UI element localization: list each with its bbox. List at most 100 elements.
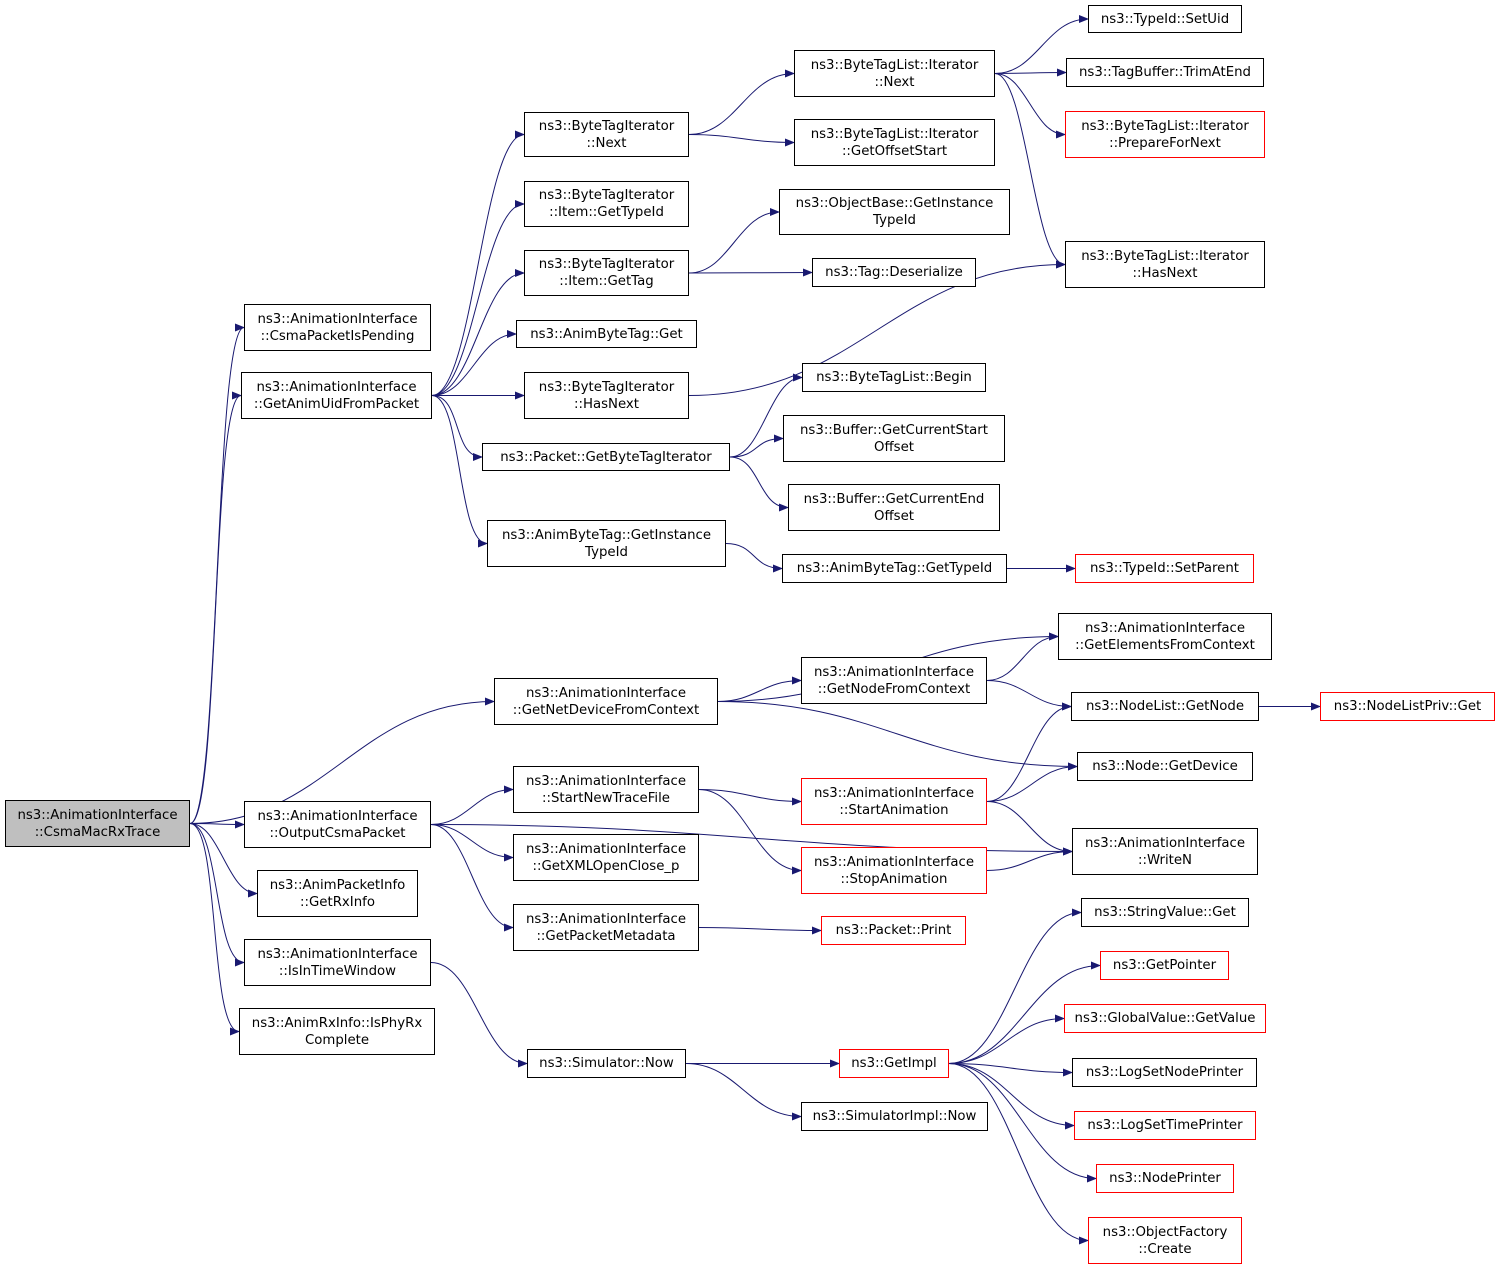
call-edge-n9-n16 xyxy=(688,69,795,135)
graph-node-n13[interactable]: ns3::ByteTagIterator::HasNext xyxy=(524,372,689,419)
node-label-line: ns3::LogSetTimePrinter xyxy=(1087,1118,1243,1133)
node-label-line: ns3::GetImpl xyxy=(851,1056,937,1071)
graph-node-n45[interactable]: ns3::GetPointer xyxy=(1100,951,1229,980)
node-label-line: ns3::AnimationInterface xyxy=(813,854,975,870)
call-edge-n3-n15 xyxy=(431,395,488,548)
call-edge-n3-n14 xyxy=(431,395,483,461)
call-edge-n37-n39 xyxy=(986,801,1073,856)
node-label-line: Offset xyxy=(874,508,914,524)
graph-node-n34[interactable]: ns3::AnimationInterface::StartNewTraceFi… xyxy=(513,766,699,813)
call-edge-n36-n40 xyxy=(698,926,822,935)
node-label-line: ns3::AnimationInterface xyxy=(257,808,418,824)
graph-node-n10[interactable]: ns3::ByteTagIterator::Item::GetTypeId xyxy=(524,181,689,227)
graph-node-n11[interactable]: ns3::ByteTagIterator::Item::GetTag xyxy=(524,250,689,296)
graph-node-n2[interactable]: ns3::AnimationInterface::CsmaPacketIsPen… xyxy=(244,304,431,351)
node-label-line: ns3::ByteTagList::Iterator xyxy=(1081,248,1249,264)
node-label-line: ns3::ByteTagList::Begin xyxy=(816,370,972,385)
call-edge-n29-n30 xyxy=(986,632,1059,681)
node-label-line: Complete xyxy=(304,1032,370,1048)
graph-node-n7[interactable]: ns3::AnimationInterface::IsInTimeWindow xyxy=(244,939,431,986)
call-edge-n29-n31 xyxy=(986,680,1072,711)
graph-node-n28[interactable]: ns3::TypeId::SetParent xyxy=(1075,554,1254,583)
call-edge-n41-n43 xyxy=(685,1063,802,1121)
node-label-line: ::GetElementsFromContext xyxy=(1075,637,1255,653)
graph-node-n5[interactable]: ns3::AnimationInterface::OutputCsmaPacke… xyxy=(244,801,431,848)
graph-node-n40[interactable]: ns3::Packet::Print xyxy=(821,916,966,945)
node-label-line: ns3::AnimationInterface xyxy=(525,685,687,701)
node-label-line: ns3::TagBuffer::TrimAtEnd xyxy=(1079,65,1251,80)
call-edge-n14-n21 xyxy=(729,434,784,458)
graph-node-n44[interactable]: ns3::StringValue::Get xyxy=(1081,898,1249,927)
node-label-line: ns3::StringValue::Get xyxy=(1094,905,1236,920)
graph-node-n3[interactable]: ns3::AnimationInterface::GetAnimUidFromP… xyxy=(241,372,432,419)
call-edge-n42-n50 xyxy=(948,1063,1089,1245)
graph-node-n26[interactable]: ns3::ByteTagList::Iterator::PrepareForNe… xyxy=(1065,111,1265,158)
graph-node-n6[interactable]: ns3::AnimPacketInfo::GetRxInfo xyxy=(257,870,418,917)
node-label-line: ::CsmaPacketIsPending xyxy=(260,328,415,344)
graph-node-n35[interactable]: ns3::AnimationInterface::GetXMLOpenClose… xyxy=(513,834,699,881)
graph-node-n49[interactable]: ns3::NodePrinter xyxy=(1096,1164,1234,1193)
node-label-line: ns3::Tag::Deserialize xyxy=(825,265,963,280)
node-label-line: ns3::AnimationInterface xyxy=(813,785,975,801)
graph-node-n33[interactable]: ns3::NodeListPriv::Get xyxy=(1320,692,1495,721)
node-label-line: ns3::AnimRxInfo::IsPhyRx xyxy=(251,1015,423,1031)
node-label-line: ns3::Buffer::GetCurrentStart xyxy=(800,422,988,438)
node-label-line: ns3::Packet::Print xyxy=(835,923,952,938)
graph-node-n30[interactable]: ns3::AnimationInterface::GetElementsFrom… xyxy=(1058,613,1272,660)
graph-node-n48[interactable]: ns3::LogSetTimePrinter xyxy=(1074,1111,1256,1140)
node-label-line: ::GetAnimUidFromPacket xyxy=(253,396,420,412)
node-label-line: ::IsInTimeWindow xyxy=(278,963,397,979)
graph-node-n43[interactable]: ns3::SimulatorImpl::Now xyxy=(801,1102,988,1131)
node-label-line: ns3::AnimByteTag::Get xyxy=(530,326,683,342)
call-edge-n7-n41 xyxy=(430,962,528,1068)
node-label-line: ns3::Buffer::GetCurrentEnd xyxy=(803,491,985,507)
node-label-line: ns3::ByteTagIterator xyxy=(538,118,675,134)
graph-node-n14[interactable]: ns3::Packet::GetByteTagIterator xyxy=(482,443,730,471)
call-edge-n37-n32 xyxy=(986,762,1078,802)
graph-node-n32[interactable]: ns3::Node::GetDevice xyxy=(1077,752,1253,781)
node-label-line: ns3::NodeListPriv::Get xyxy=(1333,699,1482,714)
graph-node-n23[interactable]: ns3::AnimByteTag::GetTypeId xyxy=(782,554,1007,583)
graph-node-n12[interactable]: ns3::AnimByteTag::Get xyxy=(516,320,697,348)
graph-node-n47[interactable]: ns3::LogSetNodePrinter xyxy=(1072,1058,1257,1087)
node-label-line: ns3::Simulator::Now xyxy=(539,1056,674,1071)
graph-node-n37[interactable]: ns3::AnimationInterface::StartAnimation xyxy=(801,778,987,825)
graph-node-n24[interactable]: ns3::TypeId::SetUid xyxy=(1088,5,1242,33)
graph-node-n39[interactable]: ns3::AnimationInterface::WriteN xyxy=(1072,828,1258,875)
call-edge-n11-n19 xyxy=(688,268,813,277)
graph-node-n4[interactable]: ns3::AnimationInterface::GetNetDeviceFro… xyxy=(494,678,718,725)
graph-node-n50[interactable]: ns3::ObjectFactory::Create xyxy=(1088,1217,1242,1264)
node-label-line: Offset xyxy=(874,439,914,455)
call-edge-n15-n23 xyxy=(725,543,783,573)
node-label-line: ns3::GetPointer xyxy=(1112,958,1217,973)
node-label-line: ns3::AnimationInterface xyxy=(525,911,687,927)
graph-node-n38[interactable]: ns3::AnimationInterface::StopAnimation xyxy=(801,847,987,894)
graph-node-n41[interactable]: ns3::Simulator::Now xyxy=(527,1049,686,1078)
node-label-line: ::GetNodeFromContext xyxy=(817,681,971,697)
graph-node-n29[interactable]: ns3::AnimationInterface::GetNodeFromCont… xyxy=(801,657,987,704)
graph-node-n25[interactable]: ns3::TagBuffer::TrimAtEnd xyxy=(1066,58,1264,87)
node-label-line: TypeId xyxy=(873,213,916,228)
graph-node-n27[interactable]: ns3::ByteTagList::Iterator::HasNext xyxy=(1065,241,1265,288)
call-edge-n14-n22 xyxy=(729,456,789,512)
graph-node-n31[interactable]: ns3::NodeList::GetNode xyxy=(1071,692,1259,721)
call-edge-n42-n44 xyxy=(948,908,1082,1064)
graph-node-n16[interactable]: ns3::ByteTagList::Iterator::Next xyxy=(794,50,995,97)
graph-node-n20[interactable]: ns3::ByteTagList::Begin xyxy=(802,363,986,392)
call-edge-n9-n17 xyxy=(688,134,795,147)
graph-node-n36[interactable]: ns3::AnimationInterface::GetPacketMetada… xyxy=(513,904,699,951)
graph-node-n17[interactable]: ns3::ByteTagList::Iterator::GetOffsetSta… xyxy=(794,119,995,166)
call-edge-n34-n37 xyxy=(698,789,802,806)
graph-node-n9[interactable]: ns3::ByteTagIterator::Next xyxy=(524,112,689,157)
call-edge-n42-n46 xyxy=(948,1014,1065,1064)
graph-node-n46[interactable]: ns3::GlobalValue::GetValue xyxy=(1064,1004,1266,1033)
node-label-line: TypeId xyxy=(585,544,628,560)
node-label-line: ns3::AnimByteTag::GetInstance xyxy=(501,527,712,543)
graph-node-n42[interactable]: ns3::GetImpl xyxy=(839,1049,949,1078)
graph-node-n19[interactable]: ns3::Tag::Deserialize xyxy=(812,258,976,287)
